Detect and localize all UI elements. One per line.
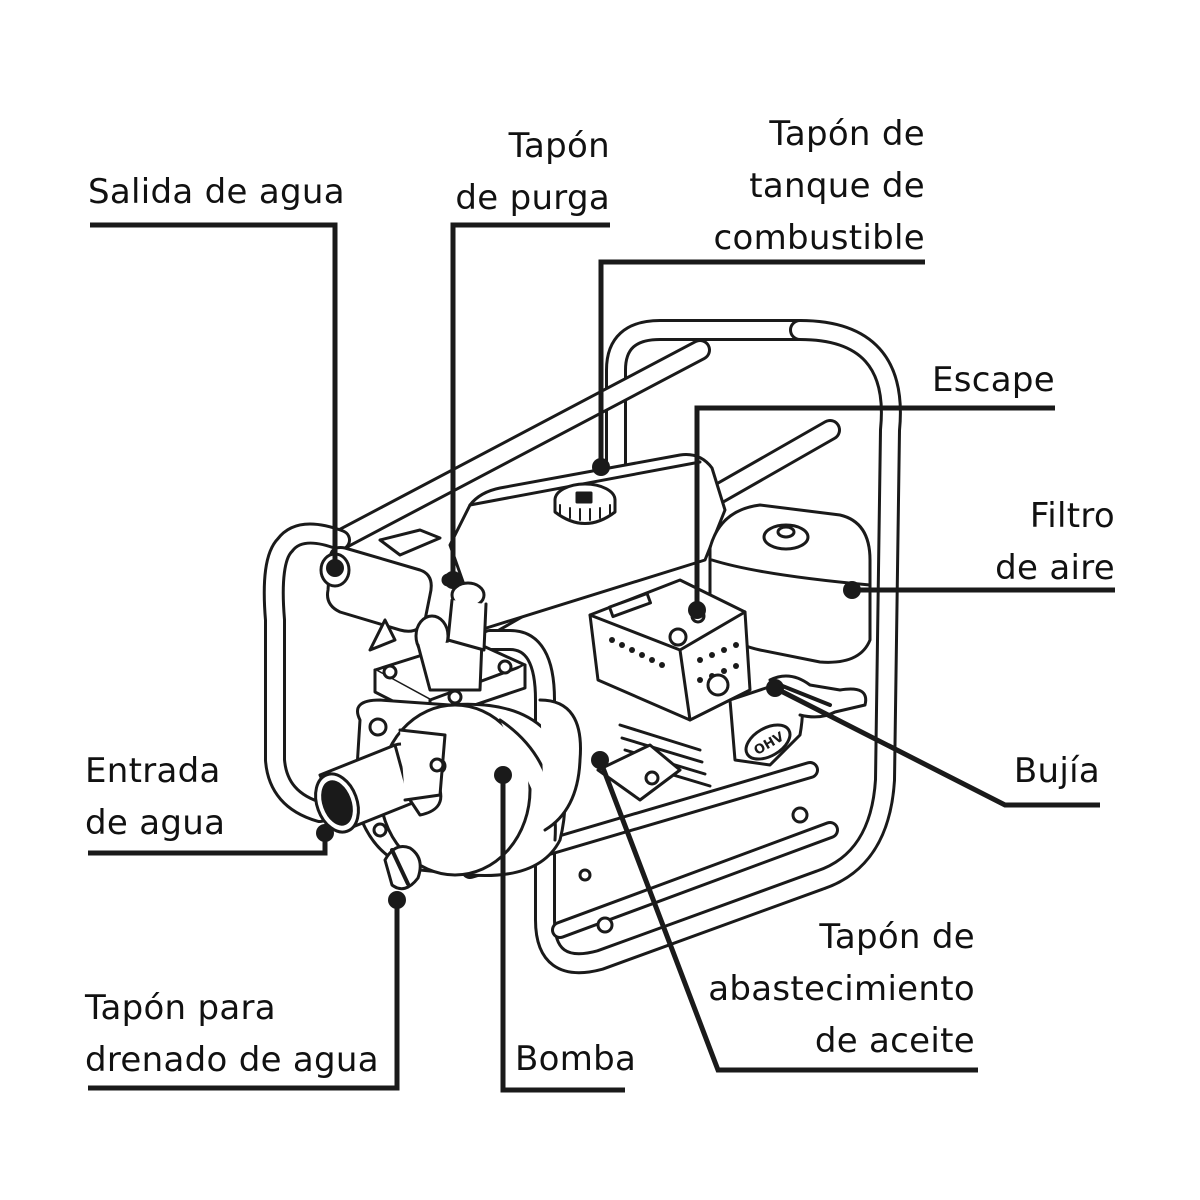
leader-tapon-purga	[450, 222, 610, 580]
water-outlet	[319, 528, 488, 692]
label-entrada-agua-line2: de agua	[85, 803, 226, 843]
label-tapon-aceite: Tapón de abastecimiento de aceite	[708, 911, 975, 1067]
leader-tapon-drenado	[88, 900, 400, 1091]
label-bomba: Bomba	[515, 1033, 636, 1085]
air-filter	[708, 503, 872, 664]
marker-bujia	[766, 679, 784, 697]
leader-escape	[694, 405, 1055, 610]
label-tapon-tanque-line2: tanque de	[749, 166, 925, 206]
label-filtro-aire-line1: Filtro	[1029, 496, 1115, 536]
marker-bomba	[494, 766, 512, 784]
marker-escape	[688, 601, 706, 619]
leader-bomba	[500, 775, 625, 1093]
label-tapon-drenado-line2: drenado de agua	[85, 1040, 379, 1080]
label-escape-line1: Escape	[931, 360, 1055, 400]
marker-entrada-agua	[316, 824, 334, 842]
label-salida-agua-line1: Salida de agua	[88, 172, 345, 212]
label-tapon-tanque: Tapón de tanque de combustible	[714, 108, 925, 264]
leader-tapon-aceite	[597, 759, 978, 1073]
label-bomba-line1: Bomba	[515, 1039, 637, 1079]
marker-tapon-drenado	[388, 891, 406, 909]
label-tapon-tanque-line3: combustible	[713, 218, 925, 258]
marker-tapon-purga	[444, 571, 462, 589]
label-escape: Escape	[932, 354, 1055, 406]
label-filtro-aire-line2: de aire	[995, 548, 1115, 588]
leader-salida-agua	[90, 222, 338, 565]
label-entrada-agua: Entrada de agua	[85, 745, 225, 849]
marker-salida-agua	[326, 559, 344, 577]
label-tapon-aceite-line1: Tapón de	[819, 917, 975, 957]
fuel-tank	[448, 453, 727, 632]
label-bujia: Bujía	[1014, 745, 1100, 797]
label-tapon-tanque-line1: Tapón de	[769, 114, 925, 154]
label-tapon-purga: Tapón de purga	[455, 120, 610, 224]
marker-tapon-aceite	[591, 751, 609, 769]
label-tapon-purga-line1: Tapón	[508, 126, 610, 166]
marker-tapon-tanque	[592, 458, 610, 476]
label-tapon-aceite-line2: abastecimiento	[708, 969, 975, 1009]
water-inlet	[314, 728, 447, 834]
label-tapon-drenado-line1: Tapón para	[85, 988, 276, 1028]
marker-filtro-aire	[843, 581, 861, 599]
label-tapon-aceite-line3: de aceite	[814, 1021, 975, 1061]
label-tapon-purga-line2: de purga	[455, 178, 610, 218]
label-entrada-agua-line1: Entrada	[85, 751, 221, 791]
drain-plug-part	[383, 845, 422, 891]
label-bujia-line1: Bujía	[1013, 751, 1100, 791]
leader-bujia	[773, 685, 1100, 808]
label-filtro-aire: Filtro de aire	[995, 490, 1115, 594]
engine	[588, 578, 868, 802]
leader-tapon-tanque	[598, 259, 925, 467]
label-salida-agua: Salida de agua	[88, 166, 345, 218]
label-tapon-drenado: Tapón para drenado de agua	[85, 982, 379, 1086]
